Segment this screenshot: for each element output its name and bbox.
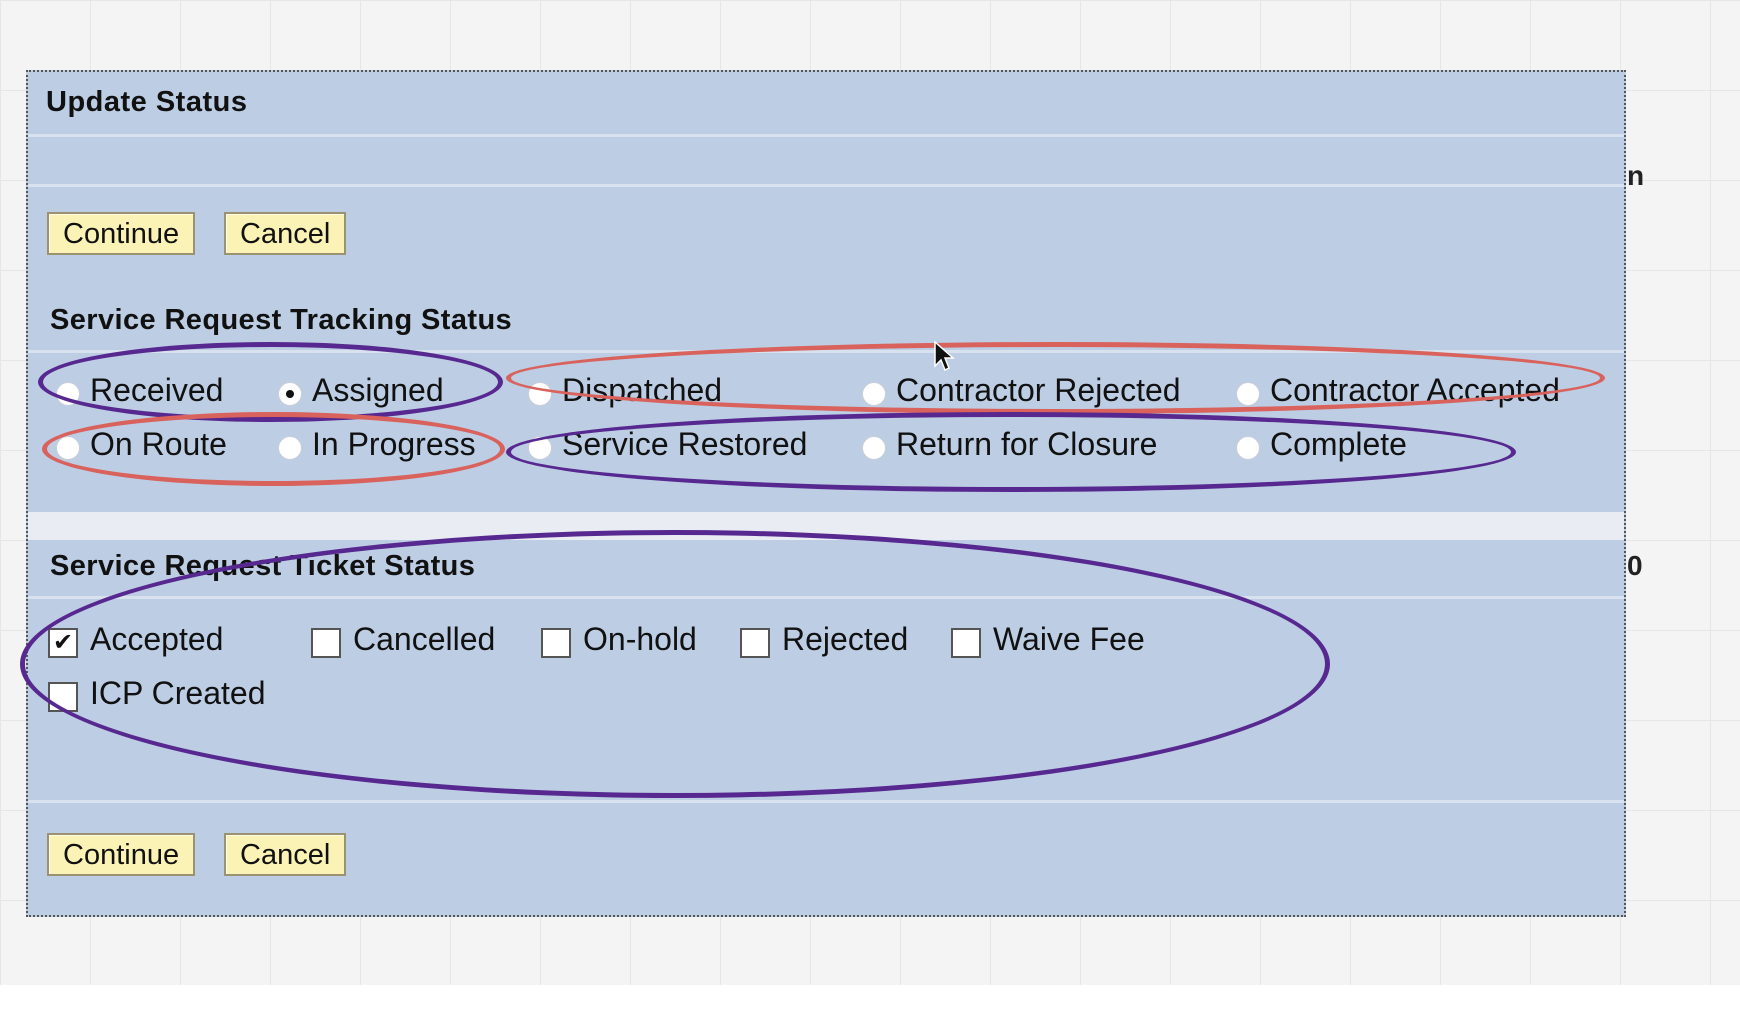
underlay-text-fragment: 0 bbox=[1627, 550, 1643, 581]
tracking-status-title: Service Request Tracking Status bbox=[50, 304, 513, 336]
checkbox-label: Cancelled bbox=[353, 620, 496, 657]
radio-in-progress[interactable]: In Progress bbox=[278, 426, 476, 463]
radio-complete[interactable]: Complete bbox=[1236, 426, 1407, 463]
section-separator bbox=[28, 512, 1624, 540]
radio-label: On Route bbox=[90, 426, 227, 462]
radio-label: Assigned bbox=[312, 372, 444, 408]
checkbox-label: Accepted bbox=[90, 620, 224, 657]
checkbox[interactable] bbox=[951, 628, 981, 658]
ticket-status-title: Service Request Ticket Status bbox=[50, 550, 476, 582]
continue-button-top[interactable]: Continue bbox=[47, 212, 196, 255]
mouse-cursor-icon bbox=[934, 340, 955, 372]
radio-button[interactable] bbox=[278, 381, 302, 406]
checkbox[interactable] bbox=[48, 628, 78, 658]
divider bbox=[28, 596, 1624, 599]
divider bbox=[28, 800, 1624, 803]
checkbox-label: On-hold bbox=[583, 620, 697, 657]
radio-button[interactable] bbox=[862, 381, 886, 406]
checkbox-label: ICP Created bbox=[90, 674, 266, 711]
radio-button[interactable] bbox=[528, 381, 552, 406]
radio-button[interactable] bbox=[528, 435, 552, 460]
checkbox-accepted[interactable]: Accepted bbox=[48, 620, 223, 658]
page-bottom-strip bbox=[0, 985, 1740, 1032]
radio-label: Contractor Accepted bbox=[1270, 372, 1560, 408]
checkbox-label: Waive Fee bbox=[993, 620, 1145, 657]
divider bbox=[28, 350, 1624, 353]
radio-service-restored[interactable]: Service Restored bbox=[528, 426, 807, 463]
checkbox-icp-created[interactable]: ICP Created bbox=[48, 674, 266, 712]
underlay-text-fragment: n bbox=[1627, 160, 1645, 191]
checkbox[interactable] bbox=[740, 628, 770, 658]
cancel-button-top[interactable]: Cancel bbox=[224, 212, 347, 255]
dialog-title: Update Status bbox=[46, 86, 248, 118]
checkbox-on-hold[interactable]: On-hold bbox=[541, 620, 697, 658]
radio-label: Complete bbox=[1270, 426, 1407, 462]
radio-assigned[interactable]: Assigned bbox=[278, 372, 444, 409]
divider bbox=[28, 184, 1624, 187]
radio-on-route[interactable]: On Route bbox=[56, 426, 227, 463]
checkbox[interactable] bbox=[48, 682, 78, 712]
continue-button-bottom[interactable]: Continue bbox=[47, 833, 196, 876]
checkbox-rejected[interactable]: Rejected bbox=[740, 620, 908, 658]
radio-label: Received bbox=[90, 372, 224, 408]
radio-label: Contractor Rejected bbox=[896, 372, 1181, 408]
radio-label: Dispatched bbox=[562, 372, 723, 408]
cancel-button-bottom[interactable]: Cancel bbox=[224, 833, 347, 876]
radio-return-for-closure[interactable]: Return for Closure bbox=[862, 426, 1157, 463]
radio-contractor-accepted[interactable]: Contractor Accepted bbox=[1236, 372, 1560, 409]
radio-dispatched[interactable]: Dispatched bbox=[528, 372, 722, 409]
checkbox[interactable] bbox=[311, 628, 341, 658]
radio-button[interactable] bbox=[56, 381, 80, 406]
checkbox-label: Rejected bbox=[782, 620, 909, 657]
update-status-dialog: Update Status Continue Cancel Service Re… bbox=[26, 70, 1626, 917]
checkbox-cancelled[interactable]: Cancelled bbox=[311, 620, 495, 658]
radio-label: In Progress bbox=[312, 426, 476, 462]
radio-button[interactable] bbox=[1236, 435, 1260, 460]
radio-button[interactable] bbox=[56, 435, 80, 460]
checkbox-waive-fee[interactable]: Waive Fee bbox=[951, 620, 1145, 658]
radio-contractor-rejected[interactable]: Contractor Rejected bbox=[862, 372, 1181, 409]
radio-button[interactable] bbox=[278, 435, 302, 460]
divider bbox=[28, 134, 1624, 137]
radio-button[interactable] bbox=[862, 435, 886, 460]
checkbox[interactable] bbox=[541, 628, 571, 658]
radio-received[interactable]: Received bbox=[56, 372, 223, 409]
radio-label: Return for Closure bbox=[896, 426, 1158, 462]
radio-label: Service Restored bbox=[562, 426, 808, 462]
radio-button[interactable] bbox=[1236, 381, 1260, 406]
